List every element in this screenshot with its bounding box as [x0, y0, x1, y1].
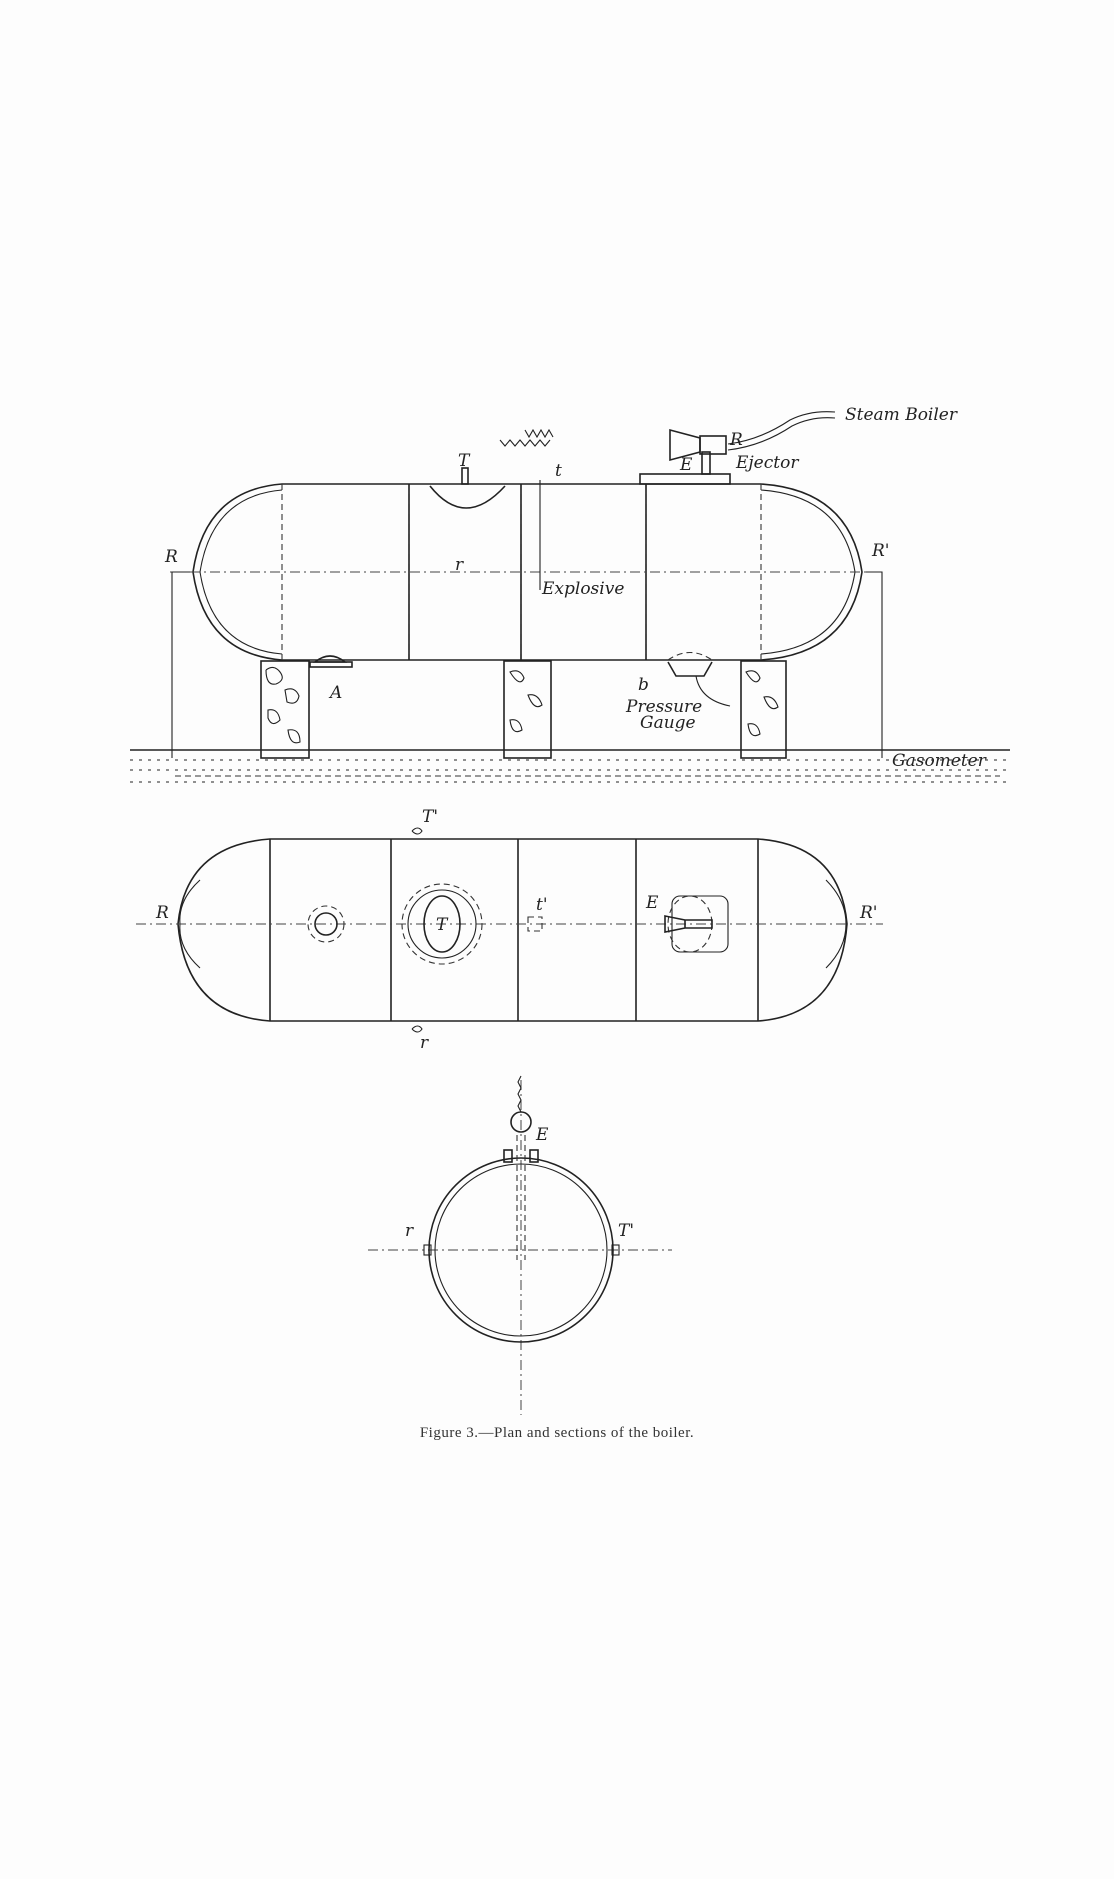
label-t-prime: T' — [618, 1221, 634, 1241]
label-r-left: R — [155, 903, 169, 923]
label-b: b — [638, 675, 649, 695]
label-ejector: Ejector — [735, 453, 799, 473]
label-r: r — [420, 1033, 429, 1053]
label-r: r — [405, 1221, 414, 1241]
label-steam-boiler: Steam Boiler — [845, 405, 958, 425]
label-explosive: Explosive — [541, 579, 624, 599]
label-e: E — [535, 1125, 549, 1145]
label-a: A — [328, 683, 342, 703]
label-r-small: r — [455, 555, 464, 575]
label-t-small-prime: t' — [536, 895, 548, 915]
label-t: T — [458, 451, 471, 471]
label-r-valve: R — [729, 430, 743, 450]
label-t-small: t — [555, 461, 562, 481]
label-t-prime: T' — [422, 807, 438, 827]
boiler-plan: T' r R R' T t' E — [136, 807, 883, 1053]
figure-caption: Figure 3.—Plan and sections of the boile… — [419, 1425, 695, 1441]
boiler-cross-section: E r T' — [368, 1075, 672, 1415]
label-t-center: T — [436, 915, 449, 935]
label-r-right: R' — [859, 903, 877, 923]
label-e: E — [645, 893, 659, 913]
label-gasometer: Gasometer — [892, 751, 987, 771]
label-r-left: R — [164, 547, 178, 567]
label-r-right: R' — [871, 541, 889, 561]
label-e: E — [679, 455, 693, 475]
masonry-support — [260, 660, 787, 759]
label-pressure: Pressure — [625, 697, 702, 717]
boiler-elevation: Steam Boiler Ejector E R T t Explosive R… — [130, 405, 1010, 783]
label-gauge: Gauge — [640, 713, 696, 733]
